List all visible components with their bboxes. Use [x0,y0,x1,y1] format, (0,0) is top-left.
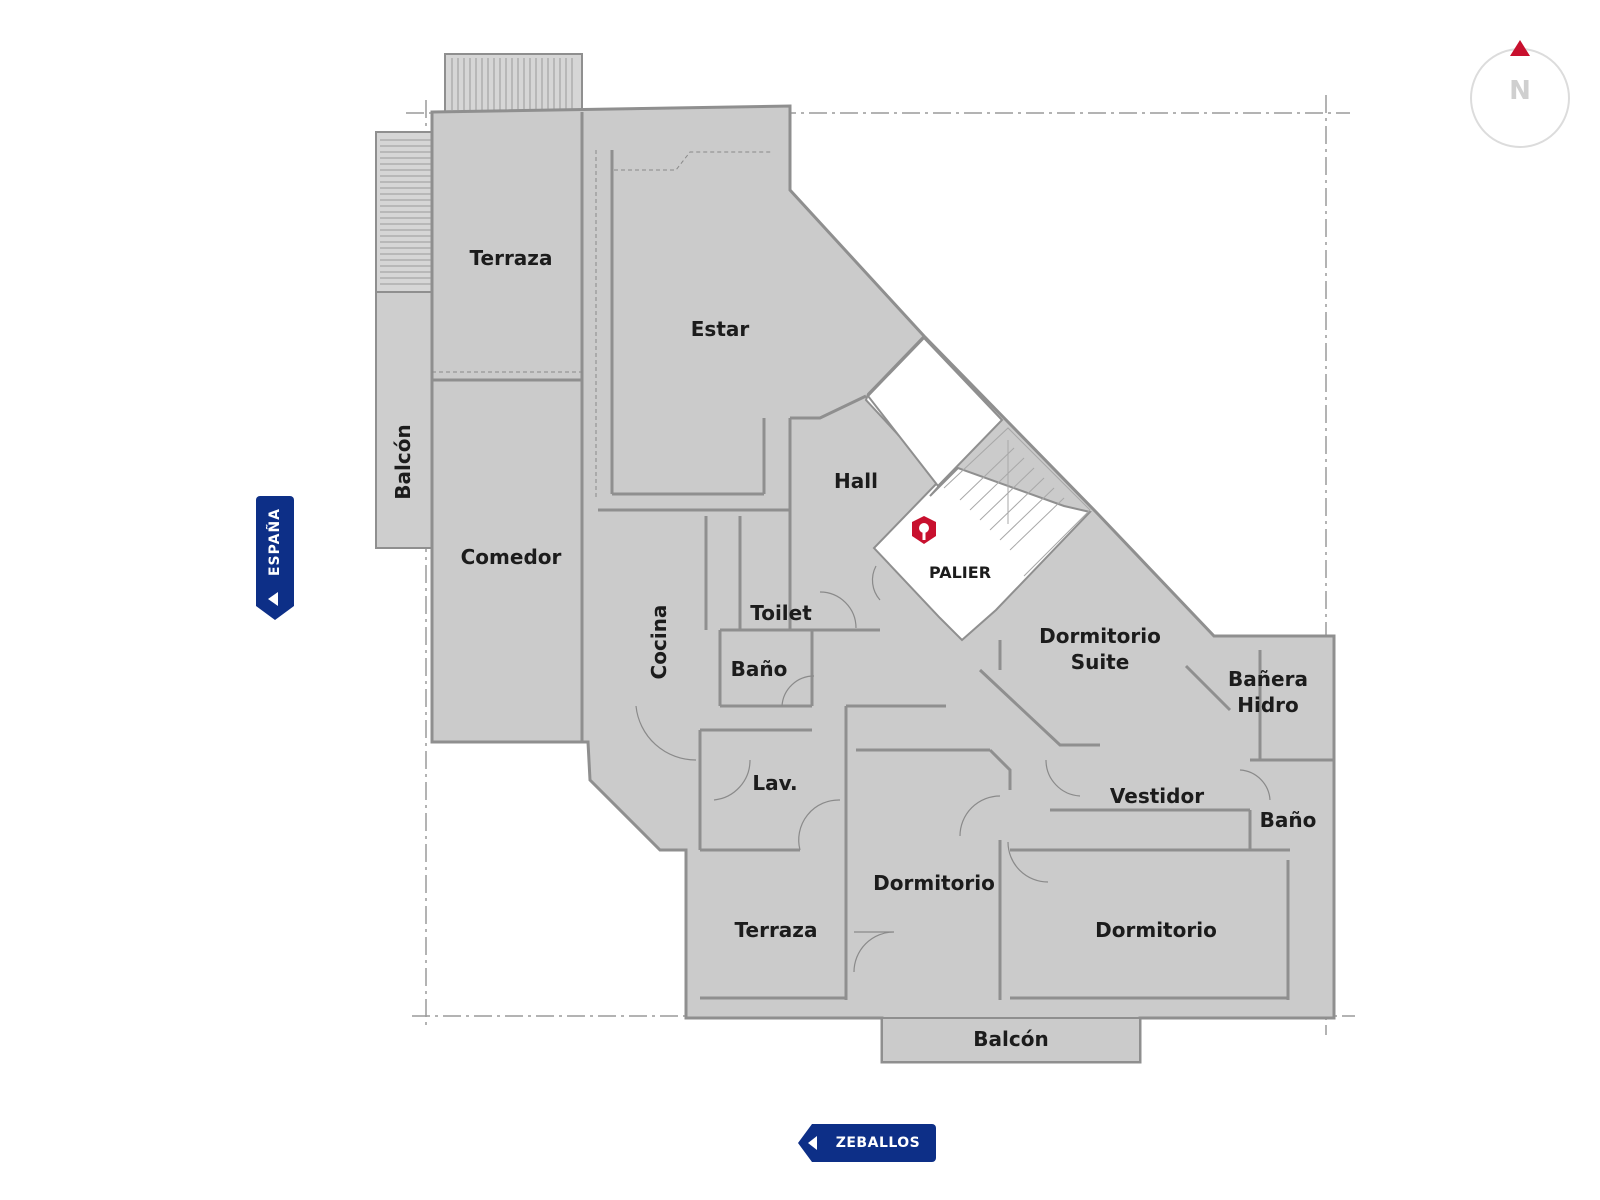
label-bano-center: Baño [731,657,788,681]
arrow-left-icon [808,1136,817,1150]
stairwell [864,334,1092,642]
street-label-espana: ESPAÑA [267,507,284,577]
label-dormitorio-suite-1: Dormitorio [1039,624,1161,648]
label-dormitorio-mid: Dormitorio [873,871,995,895]
street-sign-zeballos: ZEBALLOS [798,1124,936,1162]
interior-walls [432,112,1334,1000]
room-labels: Terraza Estar Hall Balcón Comedor Cocina… [391,246,1316,1051]
label-estar: Estar [691,317,750,341]
compass-needle-icon [1510,40,1530,56]
label-banera-hidro-1: Bañera [1228,667,1308,691]
label-hall: Hall [834,469,878,493]
label-lav: Lav. [752,771,797,795]
label-balcon-bottom: Balcón [973,1027,1048,1051]
label-banera-hidro-2: Hidro [1237,693,1299,717]
street-sign-espana: ESPAÑA [256,496,294,620]
label-toilet: Toilet [750,601,812,625]
door-swings [635,565,1271,973]
fixtures [432,150,772,500]
compass-north-label: N [1509,76,1531,106]
label-terraza-top: Terraza [470,246,553,270]
label-vestidor: Vestidor [1110,784,1204,808]
street-label-zeballos: ZEBALLOS [835,1135,921,1151]
label-dormitorio-suite-2: Suite [1071,650,1130,674]
bottom-balcony [881,1017,1141,1063]
label-balcon-left: Balcón [391,424,415,499]
label-cocina: Cocina [647,605,671,680]
arrow-left-icon [268,592,278,606]
label-comedor: Comedor [461,545,562,569]
location-pin-icon [912,516,936,544]
compass-icon: N [1470,40,1570,148]
label-dormitorio-right: Dormitorio [1095,918,1217,942]
label-palier: PALIER [929,563,991,582]
label-terraza-bottom: Terraza [735,918,818,942]
label-bano-right: Baño [1260,808,1317,832]
